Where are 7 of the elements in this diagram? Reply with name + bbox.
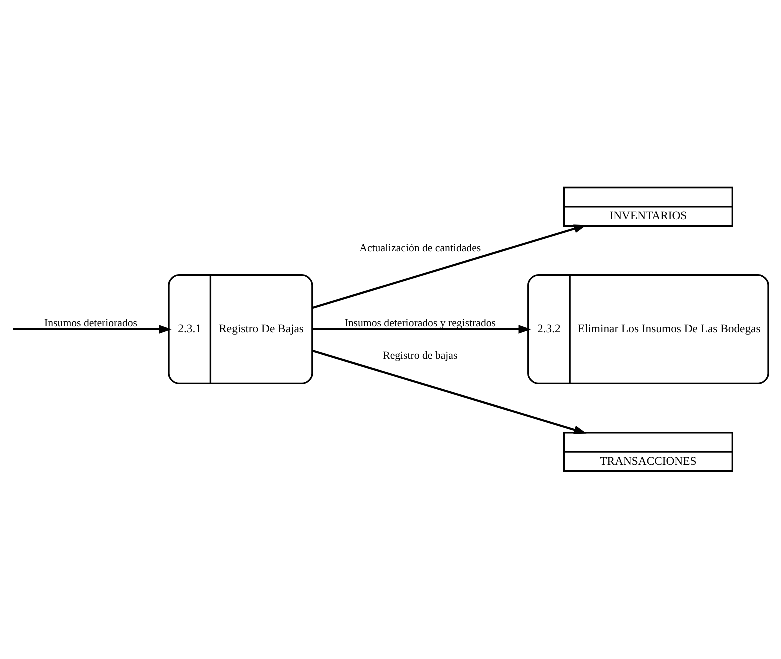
edge-label: Insumos deteriorados (44, 318, 138, 330)
arrow (13, 325, 172, 334)
edge-label: Actualización de cantidades (360, 242, 482, 254)
edge-label: Registro de bajas (383, 350, 458, 362)
arrow (312, 224, 587, 310)
arrow (312, 350, 587, 434)
arrow (312, 325, 532, 334)
